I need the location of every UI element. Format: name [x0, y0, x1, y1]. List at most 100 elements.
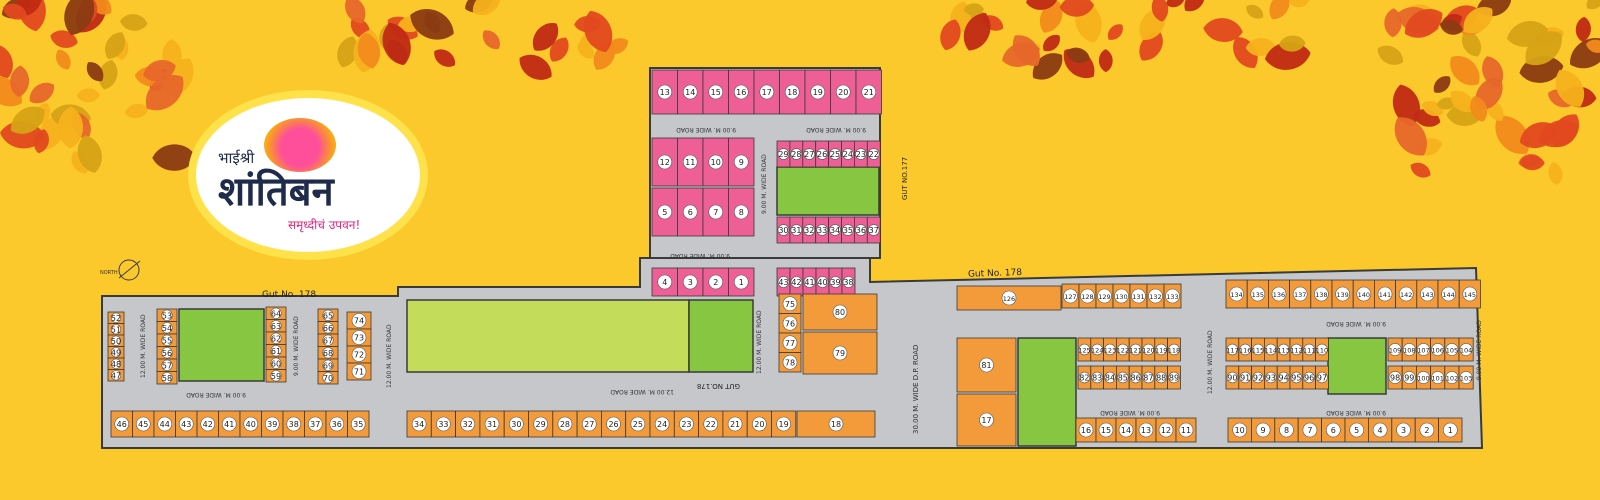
- plot[interactable]: 95: [1289, 365, 1304, 390]
- plot[interactable]: 141: [1374, 279, 1397, 309]
- plot[interactable]: 78: [778, 352, 802, 373]
- plot[interactable]: 22: [866, 140, 881, 168]
- plot[interactable]: 82: [1077, 365, 1092, 390]
- plot[interactable]: 40: [239, 410, 262, 438]
- plot[interactable]: 74: [346, 311, 372, 330]
- plot[interactable]: 19: [771, 410, 797, 438]
- plot[interactable]: 114: [1264, 337, 1278, 362]
- plot[interactable]: 17: [956, 393, 1017, 447]
- plot[interactable]: 34: [406, 410, 432, 438]
- plot[interactable]: 135: [1246, 279, 1269, 309]
- plot[interactable]: 12: [651, 137, 678, 187]
- plot[interactable]: 3: [1391, 417, 1416, 443]
- plot[interactable]: 35: [347, 410, 370, 438]
- plot[interactable]: 99: [1401, 365, 1417, 390]
- plot[interactable]: 61: [265, 344, 287, 358]
- plot[interactable]: 111: [1302, 337, 1317, 362]
- plot[interactable]: 115: [1251, 337, 1265, 362]
- plot[interactable]: 48: [107, 357, 125, 370]
- plot[interactable]: 120: [1141, 337, 1156, 362]
- plot[interactable]: 3: [677, 267, 704, 297]
- plot[interactable]: 70: [317, 371, 339, 385]
- plot[interactable]: 37: [866, 216, 881, 244]
- plot[interactable]: 60: [265, 356, 287, 370]
- plot[interactable]: 101: [1430, 365, 1446, 390]
- plot[interactable]: 131: [1129, 283, 1148, 309]
- plot[interactable]: 136: [1268, 279, 1291, 309]
- plot[interactable]: 110: [1315, 337, 1329, 362]
- plot[interactable]: 35: [841, 216, 855, 244]
- plot[interactable]: 31: [479, 410, 505, 438]
- plot[interactable]: 43: [175, 410, 198, 438]
- plot[interactable]: 109: [1387, 337, 1403, 362]
- plot[interactable]: 42: [196, 410, 219, 438]
- plot[interactable]: 8: [728, 187, 755, 237]
- plot[interactable]: 118: [1167, 337, 1181, 362]
- plot[interactable]: 73: [346, 328, 372, 347]
- plot[interactable]: 63: [265, 319, 287, 333]
- plot[interactable]: 16: [1075, 417, 1097, 443]
- plot[interactable]: 87: [1141, 365, 1156, 390]
- plot[interactable]: 83: [1090, 365, 1105, 390]
- plot[interactable]: 116: [1238, 337, 1253, 362]
- plot[interactable]: 32: [802, 216, 817, 244]
- plot[interactable]: 119: [1154, 337, 1169, 362]
- plot[interactable]: 42: [789, 267, 804, 297]
- plot[interactable]: 31: [789, 216, 804, 244]
- plot[interactable]: 123: [1103, 337, 1117, 362]
- plot[interactable]: 102: [1444, 365, 1460, 390]
- plot[interactable]: 112: [1289, 337, 1304, 362]
- plot[interactable]: 7: [1297, 417, 1322, 443]
- plot[interactable]: 91: [1238, 365, 1253, 390]
- plot[interactable]: 86: [1128, 365, 1143, 390]
- plot[interactable]: 43: [776, 267, 791, 297]
- plot[interactable]: 100: [1416, 365, 1432, 390]
- plot[interactable]: 33: [430, 410, 456, 438]
- plot[interactable]: 139: [1331, 279, 1354, 309]
- plot[interactable]: 7: [702, 187, 729, 237]
- plot[interactable]: 72: [346, 345, 372, 364]
- plot[interactable]: 55: [156, 333, 178, 347]
- plot[interactable]: 140: [1352, 279, 1375, 309]
- plot[interactable]: 41: [802, 267, 817, 297]
- plot[interactable]: 11: [677, 137, 704, 187]
- plot[interactable]: 21: [722, 410, 748, 438]
- plot[interactable]: 106: [1430, 337, 1446, 362]
- plot[interactable]: 59: [265, 369, 287, 383]
- plot[interactable]: 103: [1458, 365, 1474, 390]
- plot[interactable]: 28: [789, 140, 804, 168]
- plot[interactable]: 105: [1444, 337, 1460, 362]
- plot[interactable]: 1: [728, 267, 755, 297]
- plot[interactable]: 93: [1264, 365, 1278, 390]
- plot[interactable]: 92: [1251, 365, 1265, 390]
- plot[interactable]: 25: [828, 140, 842, 168]
- plot[interactable]: 137: [1289, 279, 1312, 309]
- plot[interactable]: 142: [1395, 279, 1418, 309]
- plot[interactable]: 107: [1416, 337, 1432, 362]
- plot[interactable]: 128: [1078, 283, 1097, 309]
- plot[interactable]: 77: [778, 332, 802, 353]
- plot[interactable]: 21: [855, 69, 882, 115]
- plot[interactable]: 39: [261, 410, 284, 438]
- plot[interactable]: 67: [317, 333, 339, 347]
- plot[interactable]: 62: [265, 331, 287, 345]
- plot[interactable]: 143: [1416, 279, 1439, 309]
- plot[interactable]: 19: [804, 69, 831, 115]
- plot[interactable]: 38: [841, 267, 856, 297]
- plot[interactable]: 68: [317, 346, 339, 360]
- plot[interactable]: 58: [156, 371, 178, 385]
- plot[interactable]: 38: [282, 410, 305, 438]
- plot[interactable]: 37: [304, 410, 327, 438]
- plot[interactable]: 50: [107, 334, 125, 347]
- plot[interactable]: 24: [649, 410, 675, 438]
- plot[interactable]: 54: [156, 321, 178, 335]
- plot[interactable]: 104: [1458, 337, 1474, 362]
- plot[interactable]: 41: [218, 410, 241, 438]
- plot[interactable]: 27: [802, 140, 817, 168]
- plot[interactable]: 65: [317, 308, 339, 322]
- plot-shape[interactable]: [779, 69, 806, 115]
- plot[interactable]: 76: [778, 313, 802, 334]
- plot[interactable]: 51: [107, 323, 125, 336]
- plot[interactable]: 23: [673, 410, 699, 438]
- plot[interactable]: 1: [1438, 417, 1463, 443]
